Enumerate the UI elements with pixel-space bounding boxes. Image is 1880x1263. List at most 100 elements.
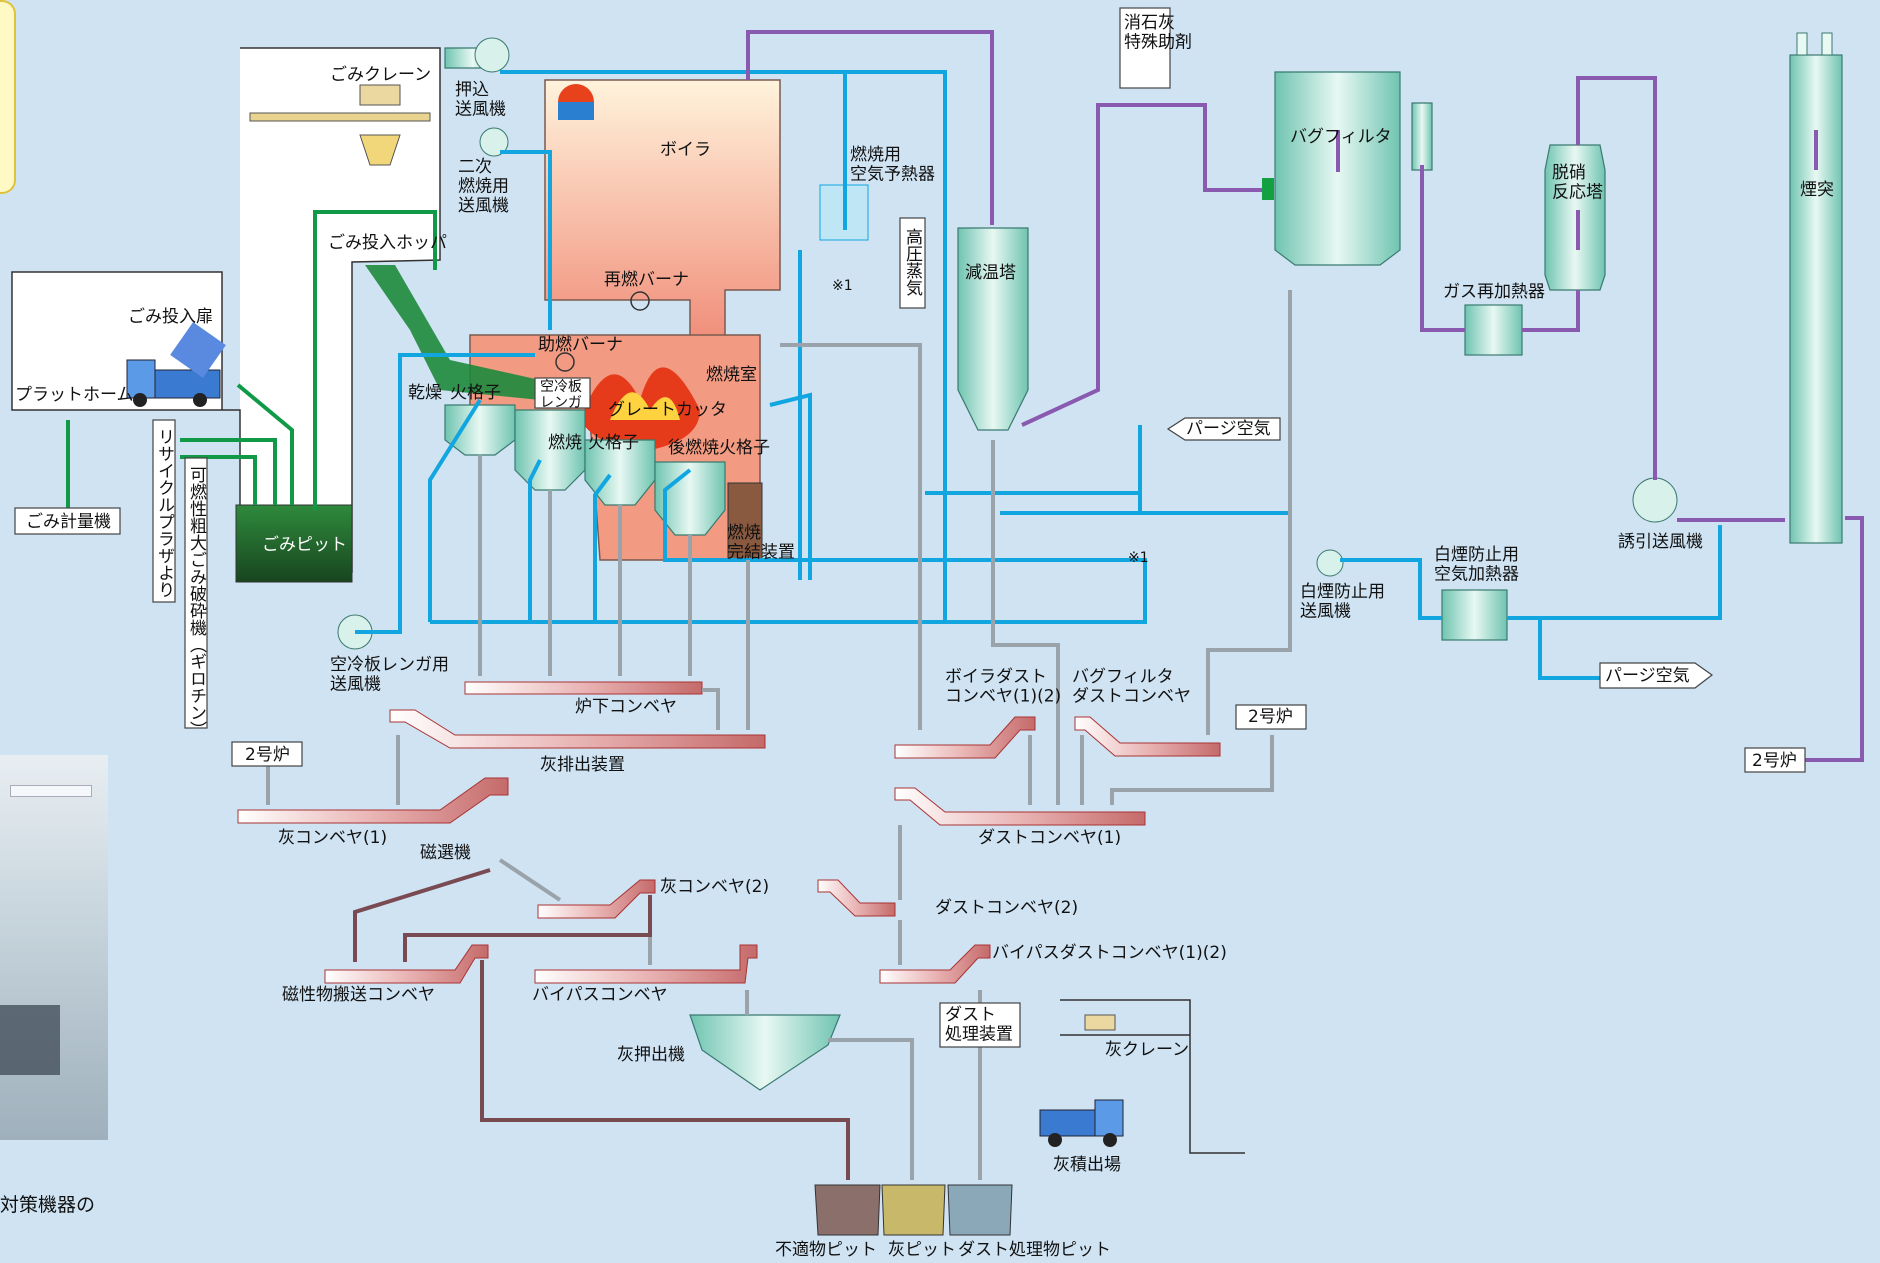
purge2-label: パージ空気 [1605, 666, 1690, 686]
lime-box [1119, 7, 1171, 89]
ash-pit [881, 1184, 946, 1236]
garbage-pit [235, 504, 353, 583]
grates [365, 265, 726, 536]
grate-cutter-label: グレートカッタ [608, 400, 727, 420]
dust-pit [947, 1184, 1013, 1236]
bypass-dust-label: バイパスダストコンベヤ(1)(2) [992, 943, 1227, 963]
purge-box-1 [1166, 417, 1281, 441]
white-heater-label: 白煙防止用空気加熱器 [1434, 545, 1519, 585]
aux-burner-label: 助燃バーナ [538, 335, 623, 355]
furnace-label: 燃焼室 [706, 365, 757, 385]
ash-pusher-label: 灰押出機 [617, 1045, 685, 1065]
platform-label: プラットホーム [15, 385, 134, 405]
ash-yard-label: 灰積出場 [1053, 1155, 1121, 1175]
unfit-pit-label: 不適物ピット [775, 1240, 877, 1260]
ash-truck-icon [1039, 1099, 1124, 1147]
ash-pit-label: 灰ピット [888, 1240, 956, 1260]
gas-lines [746, 30, 1864, 762]
recycle-box [152, 419, 176, 603]
ceiling-light [10, 785, 92, 797]
garbage-crane-label: ごみクレーン [330, 65, 431, 85]
bf-dust-label: バグフィルタダストコンベヤ [1072, 667, 1191, 707]
scale-label: ごみ計量機 [26, 512, 111, 532]
air-brick-box [534, 377, 591, 409]
burnout-device [727, 482, 763, 562]
no2-box-a [231, 741, 303, 767]
dust-treat-label: ダスト処理装置 [945, 1005, 1013, 1045]
shredder-box [184, 457, 208, 729]
burn-label: 燃焼 [548, 433, 582, 453]
no2-b-label: 2号炉 [1248, 707, 1293, 727]
denox-tower [1544, 144, 1606, 291]
secondary-fan-label: 二次燃焼用送風機 [458, 157, 509, 216]
hp-steam-label: 高圧蒸気 [902, 228, 923, 297]
stack-label: 煙突 [1800, 180, 1834, 200]
push-fan-label: 押込送風機 [455, 80, 506, 120]
dust-conv2-label: ダストコンベヤ(2) [935, 898, 1078, 918]
white-heater [1441, 589, 1508, 641]
purge1-label: パージ空気 [1186, 419, 1271, 439]
under-conv-label: 炉下コンベヤ [575, 697, 677, 717]
reburner-icon [630, 291, 650, 311]
sinter-label: 燃焼完結装置 [727, 523, 795, 563]
control-room-photo [0, 755, 108, 1140]
ash-conv2-label: 灰コンベヤ(2) [660, 877, 769, 897]
ash-conv1-label: 灰コンベヤ(1) [278, 828, 387, 848]
mag-conv-label: 磁性物搬送コンベヤ [282, 985, 435, 1005]
hopper-label: ごみ投入ホッパ [328, 233, 447, 253]
truck-icon [126, 322, 226, 407]
aux-burner-icon [555, 352, 575, 372]
ash-crane-label: 灰クレーン [1105, 1040, 1189, 1060]
labels: ごみクレーン 押込送風機 二次燃焼用送風機 ボイラ 燃焼用空気予熱器 高圧蒸気 … [15, 13, 1834, 1260]
airbrick-fan-label: 空冷板レンガ用送風機 [330, 655, 449, 695]
grate2-label: 火格子 [588, 433, 639, 453]
quench-tower [957, 227, 1029, 431]
magnetic-lines [353, 868, 850, 1180]
ash-discharge-label: 灰排出装置 [540, 755, 625, 775]
boiler-label: ボイラ [660, 140, 711, 160]
boiler-dust-label: ボイラダストコンベヤ(1)(2) [945, 667, 1061, 707]
unfit-pit [814, 1184, 881, 1236]
secondary-fan-icon [479, 127, 509, 157]
reburn-label: 再燃バーナ [604, 270, 689, 290]
ash-crane-frame [1060, 999, 1245, 1154]
post-grate-label: 後燃焼火格子 [668, 438, 770, 458]
air-preheater-label: 燃焼用空気予熱器 [850, 145, 935, 185]
white-fan-icon [1316, 549, 1344, 577]
console-desk [0, 1005, 60, 1075]
denox-label: 脱硝反応塔 [1552, 163, 1603, 203]
shredder-label: 可燃性粗大ごみ破砕機（ギロチン） [186, 466, 207, 738]
dry-label: 乾燥 [408, 383, 442, 403]
idf-label: 誘引送風機 [1618, 532, 1703, 552]
dust-treat-box [939, 1002, 1021, 1048]
mark1-label: ※1 [832, 278, 853, 294]
conveyors [237, 681, 1221, 984]
ash-pusher [689, 1014, 841, 1091]
scale-box [14, 507, 121, 535]
bagfilter-label: バグフィルタ [1290, 127, 1392, 147]
white-fan-label: 白煙防止用送風機 [1300, 582, 1385, 622]
hp-steam-box [899, 217, 926, 309]
push-fan-icon [444, 37, 510, 73]
recycle-label: リサイクルプラザより [154, 428, 174, 598]
dust-conv1-label: ダストコンベヤ(1) [978, 828, 1121, 848]
no2-a-label: 2号炉 [245, 745, 290, 765]
gas-reheater-label: ガス再加熱器 [1443, 282, 1545, 302]
gas-reheater [1464, 304, 1523, 356]
dust-pit-label: ダスト処理物ピット [958, 1240, 1111, 1260]
caption-text: 対策機器の [0, 1194, 96, 1216]
magnet-label: 磁選機 [420, 843, 471, 863]
building [11, 47, 441, 583]
no2-box-c [1744, 747, 1806, 773]
gate-label: ごみ投入扉 [128, 307, 213, 327]
pit-label: ごみピット [262, 535, 347, 555]
waste-lines [66, 210, 437, 513]
air-lines [355, 70, 1722, 680]
stack [1789, 54, 1843, 544]
bypass-conv-label: バイパスコンベヤ [532, 985, 668, 1005]
lime-label: 消石灰特殊助剤 [1124, 13, 1192, 53]
idf-icon [1632, 477, 1678, 523]
ash-crane-icon [1084, 1014, 1116, 1031]
